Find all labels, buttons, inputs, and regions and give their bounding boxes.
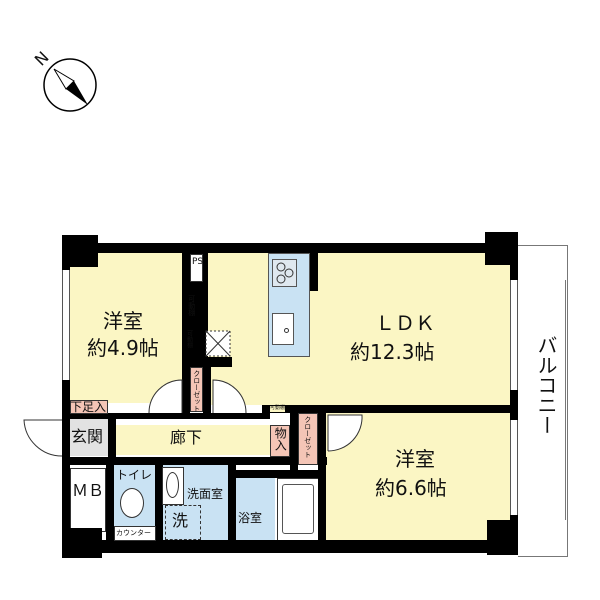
- entry-door-icon[interactable]: [22, 418, 64, 458]
- western-room-1-size: 約4.9帖: [87, 336, 159, 360]
- wall-right: [510, 243, 518, 555]
- wall-partition: [228, 470, 320, 478]
- toilet-label: トイレ: [116, 468, 153, 482]
- closet-2[interactable]: [298, 413, 318, 465]
- pipe-space: [190, 254, 203, 282]
- western-room-2-name: 洋室: [395, 447, 435, 471]
- compass-icon: [43, 58, 97, 112]
- wall-partition: [203, 365, 211, 415]
- wall-bottom: [62, 540, 518, 553]
- wall-partition: [106, 460, 114, 542]
- counter: [114, 526, 156, 541]
- wall-partition: [290, 405, 298, 475]
- wall-partition: [108, 413, 116, 463]
- closet-box-icon: [205, 330, 231, 357]
- door-icon[interactable]: [211, 378, 255, 414]
- meter-box[interactable]: [70, 468, 106, 532]
- closet-1[interactable]: [190, 367, 203, 412]
- closet-1-label: クローゼット: [192, 370, 201, 412]
- ldk-size: 約12.3帖: [350, 340, 435, 364]
- movable-shelf-label: 可動棚: [185, 330, 193, 348]
- wall-ldk-room2: [262, 405, 515, 413]
- washer-space: [165, 505, 201, 540]
- movable-shelf-label: 可動棚: [187, 295, 196, 316]
- washer-label: 洗: [172, 511, 189, 530]
- counter-label: カウンター: [116, 529, 151, 537]
- balcony-rail: [548, 280, 566, 520]
- closet-2-label: クローゼット: [303, 416, 312, 458]
- wall-partition: [62, 457, 327, 465]
- western-room-2-size: 約6.6帖: [375, 476, 447, 500]
- wall-partition: [182, 357, 232, 367]
- pipe-space-label: PS: [192, 257, 204, 267]
- bathroom-label: 浴室: [238, 511, 263, 525]
- wall-kitchen: [310, 253, 318, 291]
- storage-label: 物入: [273, 427, 288, 451]
- sink-icon: [272, 313, 294, 345]
- hallway-label: 廊下: [170, 428, 203, 447]
- bathtub-basin: [282, 484, 314, 534]
- wall-partition: [318, 405, 326, 543]
- shoe-storage-label: 下足入: [70, 400, 107, 414]
- entrance-label: 玄関: [71, 427, 104, 446]
- ldk-room[interactable]: [208, 253, 510, 405]
- pillar: [62, 528, 102, 558]
- window: [62, 270, 70, 380]
- entrance[interactable]: [70, 418, 110, 456]
- door-icon[interactable]: [326, 413, 366, 453]
- window: [510, 280, 518, 390]
- balcony[interactable]: [518, 245, 568, 557]
- wall-left: [62, 243, 70, 558]
- ldk-name: ＬＤＫ: [375, 311, 435, 335]
- shoe-storage[interactable]: [70, 400, 108, 414]
- window: [510, 420, 518, 515]
- burners-icon: [276, 262, 294, 284]
- wall-partition: [182, 365, 190, 415]
- washroom-label: 洗面室: [187, 487, 224, 501]
- western-room-1-name: 洋室: [103, 309, 143, 333]
- bathroom[interactable]: [235, 478, 275, 541]
- wall-partition: [228, 465, 236, 542]
- wall-top: [62, 243, 518, 253]
- wall-partition: [155, 460, 163, 542]
- western-room-1[interactable]: [70, 253, 184, 403]
- movable-shelf-label: 可動棚: [270, 405, 286, 412]
- wall-partition: [62, 413, 270, 419]
- storage[interactable]: [270, 425, 290, 457]
- pillar: [487, 520, 518, 555]
- door-icon[interactable]: [140, 378, 184, 414]
- hallway[interactable]: [115, 425, 270, 455]
- toilet-icon: [120, 488, 144, 518]
- basin-icon: [166, 472, 179, 498]
- meter-box-label: ＭＢ: [72, 481, 105, 500]
- drain-icon: [284, 328, 289, 333]
- balcony-label: バルコニー: [534, 335, 558, 435]
